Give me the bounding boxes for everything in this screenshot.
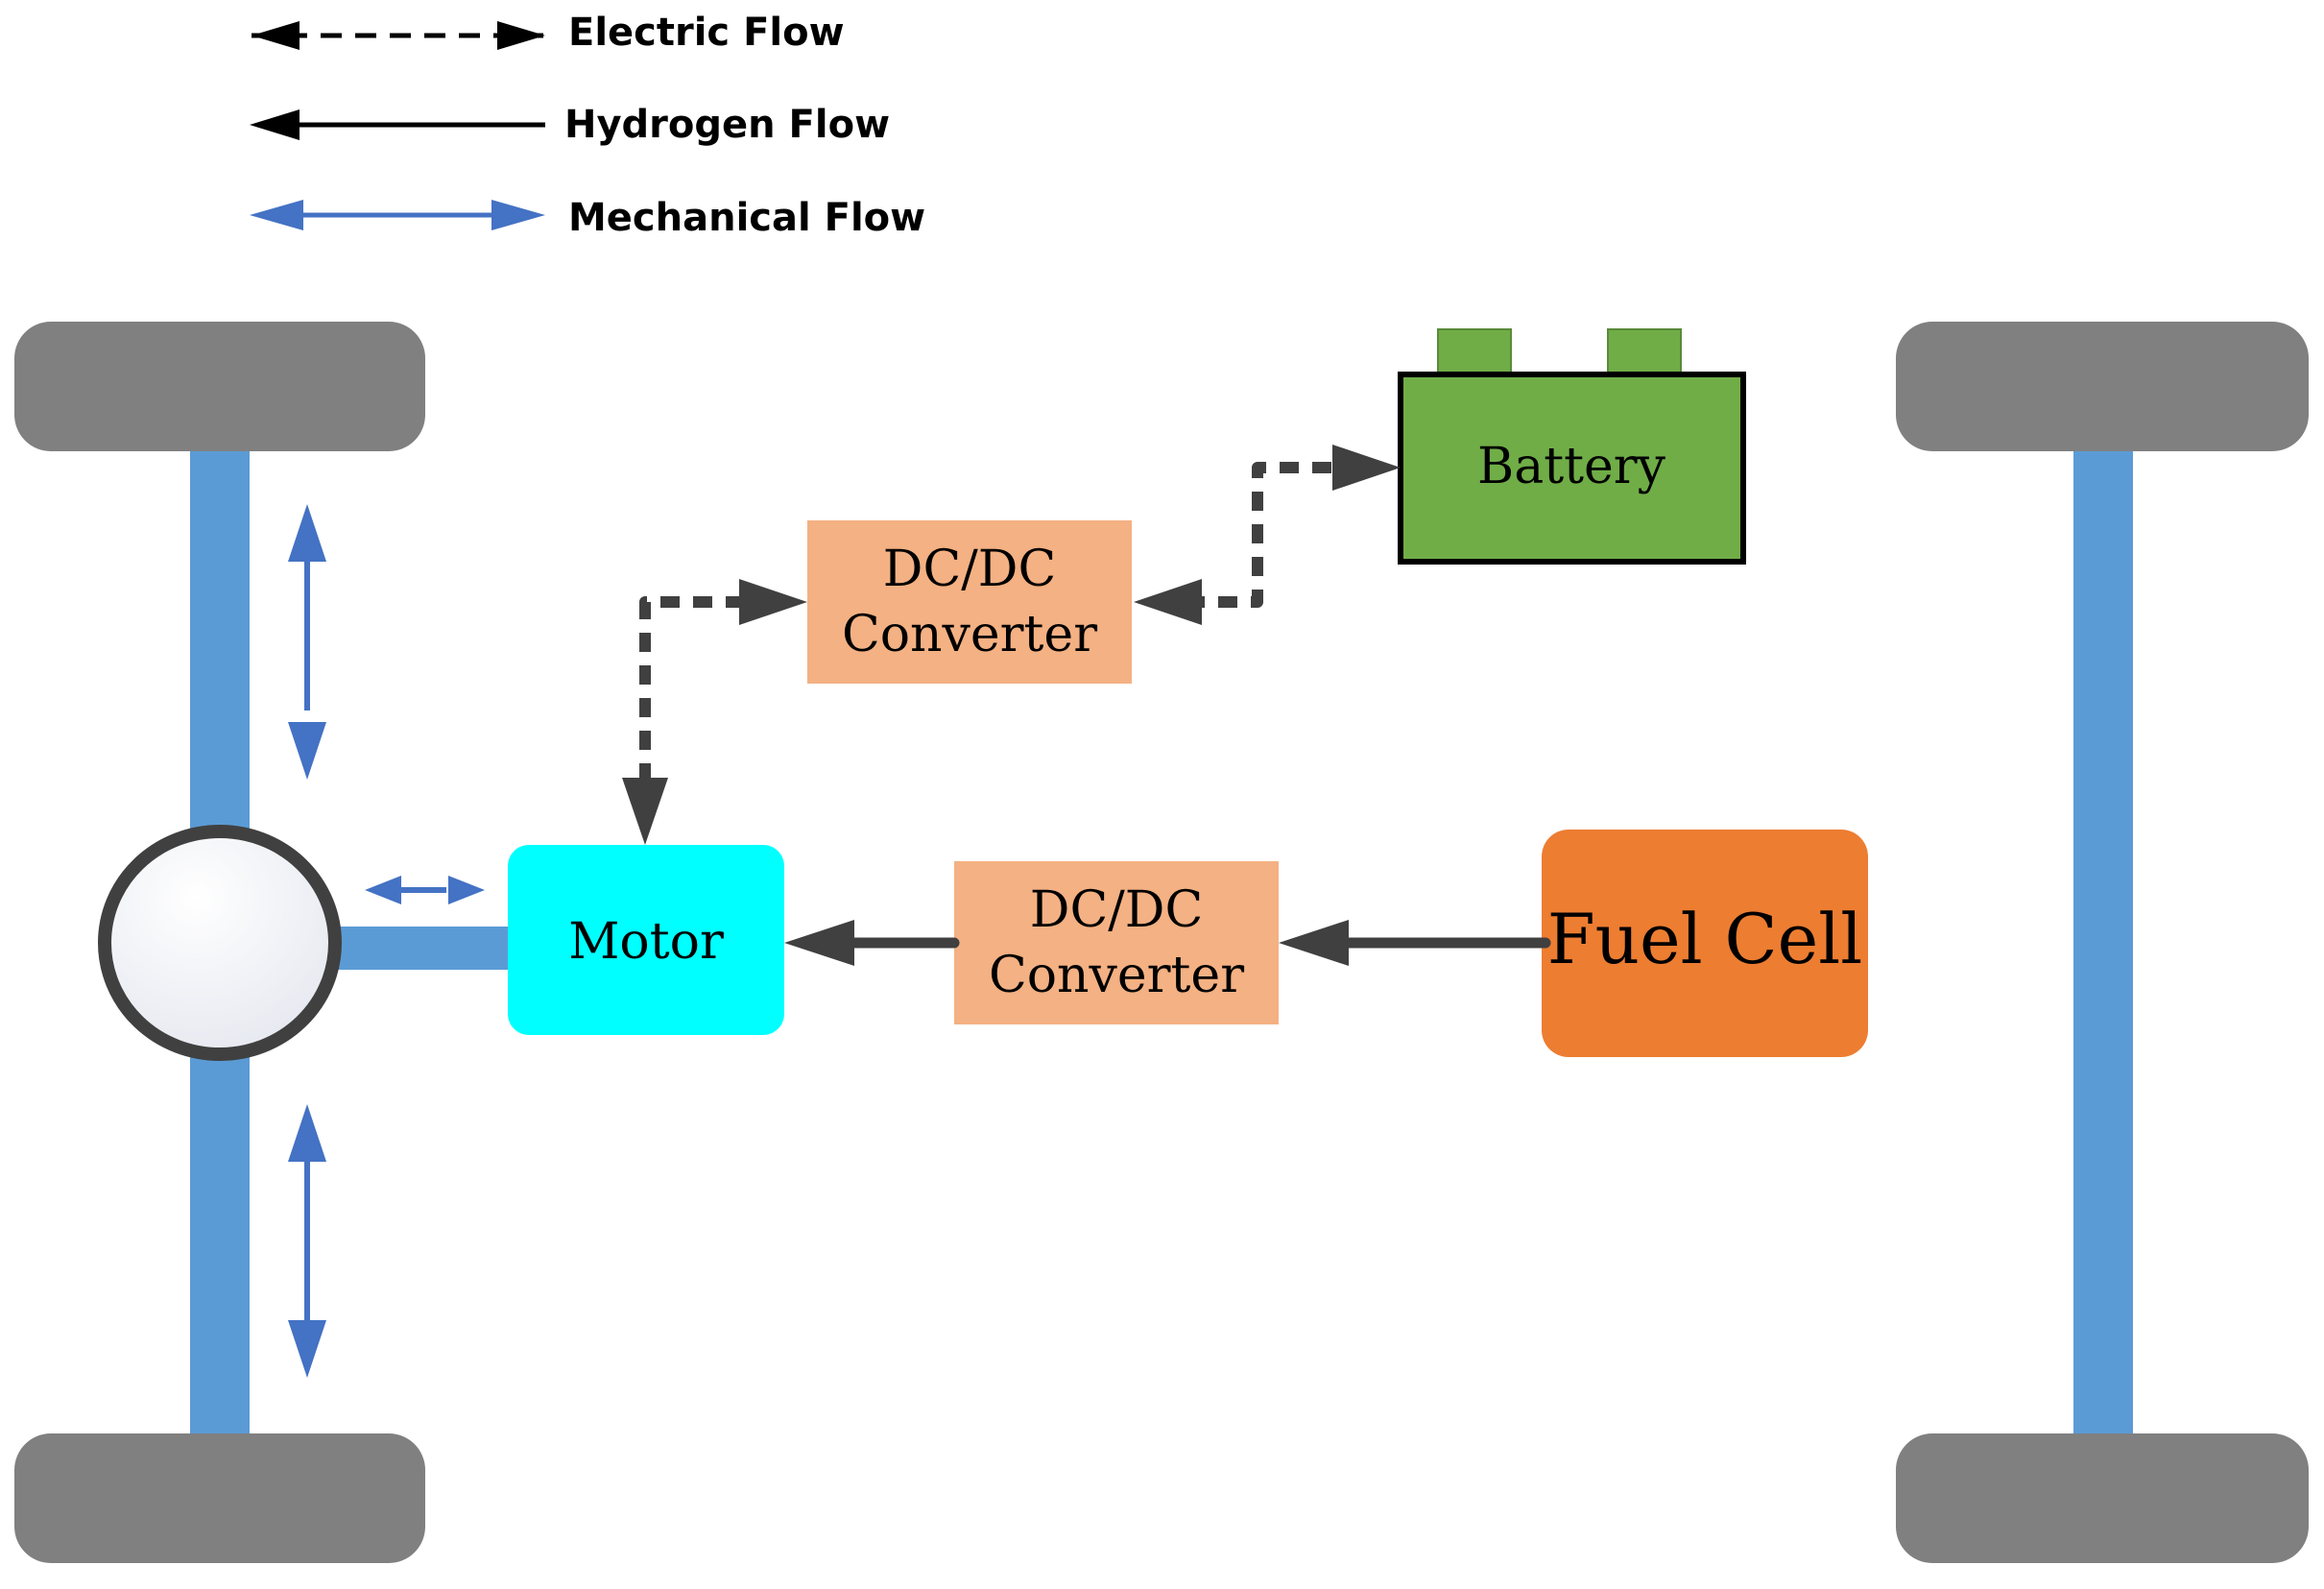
electric-arrowhead-into-battery: [1332, 445, 1401, 491]
rear-right-tire: [1896, 1433, 2309, 1563]
electric-flow-legend-arrowhead-left: [252, 21, 299, 50]
electric-arrowhead-into-converter-top-left: [739, 579, 807, 625]
electric-arrowhead-into-converter-top: [1134, 579, 1202, 625]
electric-flow-converter-motor: [622, 579, 807, 845]
fuel-cell-label: Fuel Cell: [1547, 899, 1863, 979]
front-right-tire: [1896, 322, 2309, 451]
converter-top-label-line1: DC/DC: [883, 541, 1056, 598]
front-left-tire: [14, 322, 425, 451]
converter-top-label-line2: Converter: [842, 606, 1097, 663]
motor-label: Motor: [568, 913, 724, 971]
fuel-cell-box: [1542, 830, 1868, 1057]
fuel-cell: Fuel Cell: [1542, 830, 1868, 1057]
converter-bottom-label-line2: Converter: [989, 947, 1244, 1004]
mechanical-flow-legend-label: Mechanical Flow: [568, 196, 925, 240]
dc-dc-converter-bottom: DC/DC Converter: [954, 861, 1279, 1024]
right-axle-shaft: [2073, 446, 2133, 1445]
flow-arrowhead-into-motor: [784, 920, 854, 966]
electric-path-converter-motor: [639, 596, 745, 787]
rear-left-tire: [14, 1433, 425, 1563]
mechanical-flow-legend-arrowhead-right: [491, 200, 545, 230]
mechanical-flow-legend-arrowhead-left: [250, 200, 303, 230]
converter-top-box: [807, 520, 1132, 684]
differential-gear: [98, 825, 342, 1061]
motor-drive-shaft: [326, 927, 518, 970]
mechanical-flow-arrows: [288, 504, 485, 1378]
dc-dc-converter-top: DC/DC Converter: [807, 520, 1132, 684]
electric-path-battery-converter: [1186, 462, 1339, 608]
motor: Motor: [508, 845, 784, 1035]
battery-label: Battery: [1477, 438, 1666, 495]
hydrogen-flow-legend-arrowhead: [250, 109, 299, 140]
rear-axle-assembly: [1896, 322, 2309, 1563]
converter-bottom-label-line1: DC/DC: [1030, 881, 1203, 939]
hydrogen-flow-legend-label: Hydrogen Flow: [564, 103, 890, 147]
legend: Electric Flow Hydrogen Flow Mechanical F…: [250, 11, 925, 240]
battery-terminal-positive: [1607, 328, 1682, 375]
battery: Battery: [1398, 328, 1746, 565]
battery-body: [1398, 372, 1746, 565]
electric-flow-legend-label: Electric Flow: [568, 11, 845, 55]
electric-flow-battery-converter: [1134, 445, 1401, 625]
electric-arrowhead-into-motor: [622, 778, 668, 845]
converter-bottom-box: [954, 861, 1279, 1024]
electric-flow-legend-arrowhead-right: [497, 21, 545, 50]
flow-arrowhead-into-converter-bottom: [1279, 920, 1349, 966]
battery-terminal-negative: [1437, 328, 1512, 375]
hydrogen-flow-fuelcell-motor: [784, 920, 1551, 966]
motor-box: [508, 845, 784, 1035]
